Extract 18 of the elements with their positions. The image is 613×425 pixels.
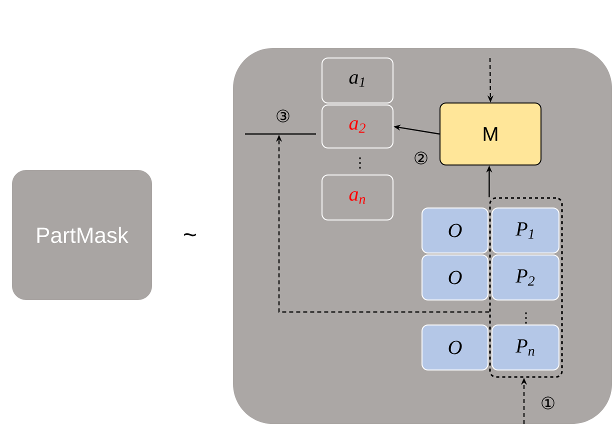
- token-box: P$_{1}$: [492, 208, 560, 254]
- tilde-symbol: ~: [184, 233, 196, 236]
- token-box: O: [422, 208, 488, 254]
- ellipsis: ⋮: [359, 157, 361, 169]
- label-box: PartMask: [12, 170, 152, 300]
- token-box: O: [422, 254, 488, 300]
- token-box: P$_{2}$: [492, 254, 560, 300]
- group-outline: [489, 197, 563, 378]
- value-box: a$_{n}$: [322, 174, 394, 220]
- ellipsis: ⋮: [525, 312, 527, 324]
- token-box: P$_{n}$: [492, 324, 560, 370]
- circled-number: ②: [414, 152, 428, 164]
- value-box: a$_{1}$: [322, 58, 394, 104]
- model-box: M: [440, 102, 542, 166]
- circled-number: ③: [276, 110, 290, 122]
- circled-number: ①: [542, 396, 554, 410]
- token-box: O: [422, 324, 488, 370]
- value-box: a$_{2}$: [322, 104, 394, 148]
